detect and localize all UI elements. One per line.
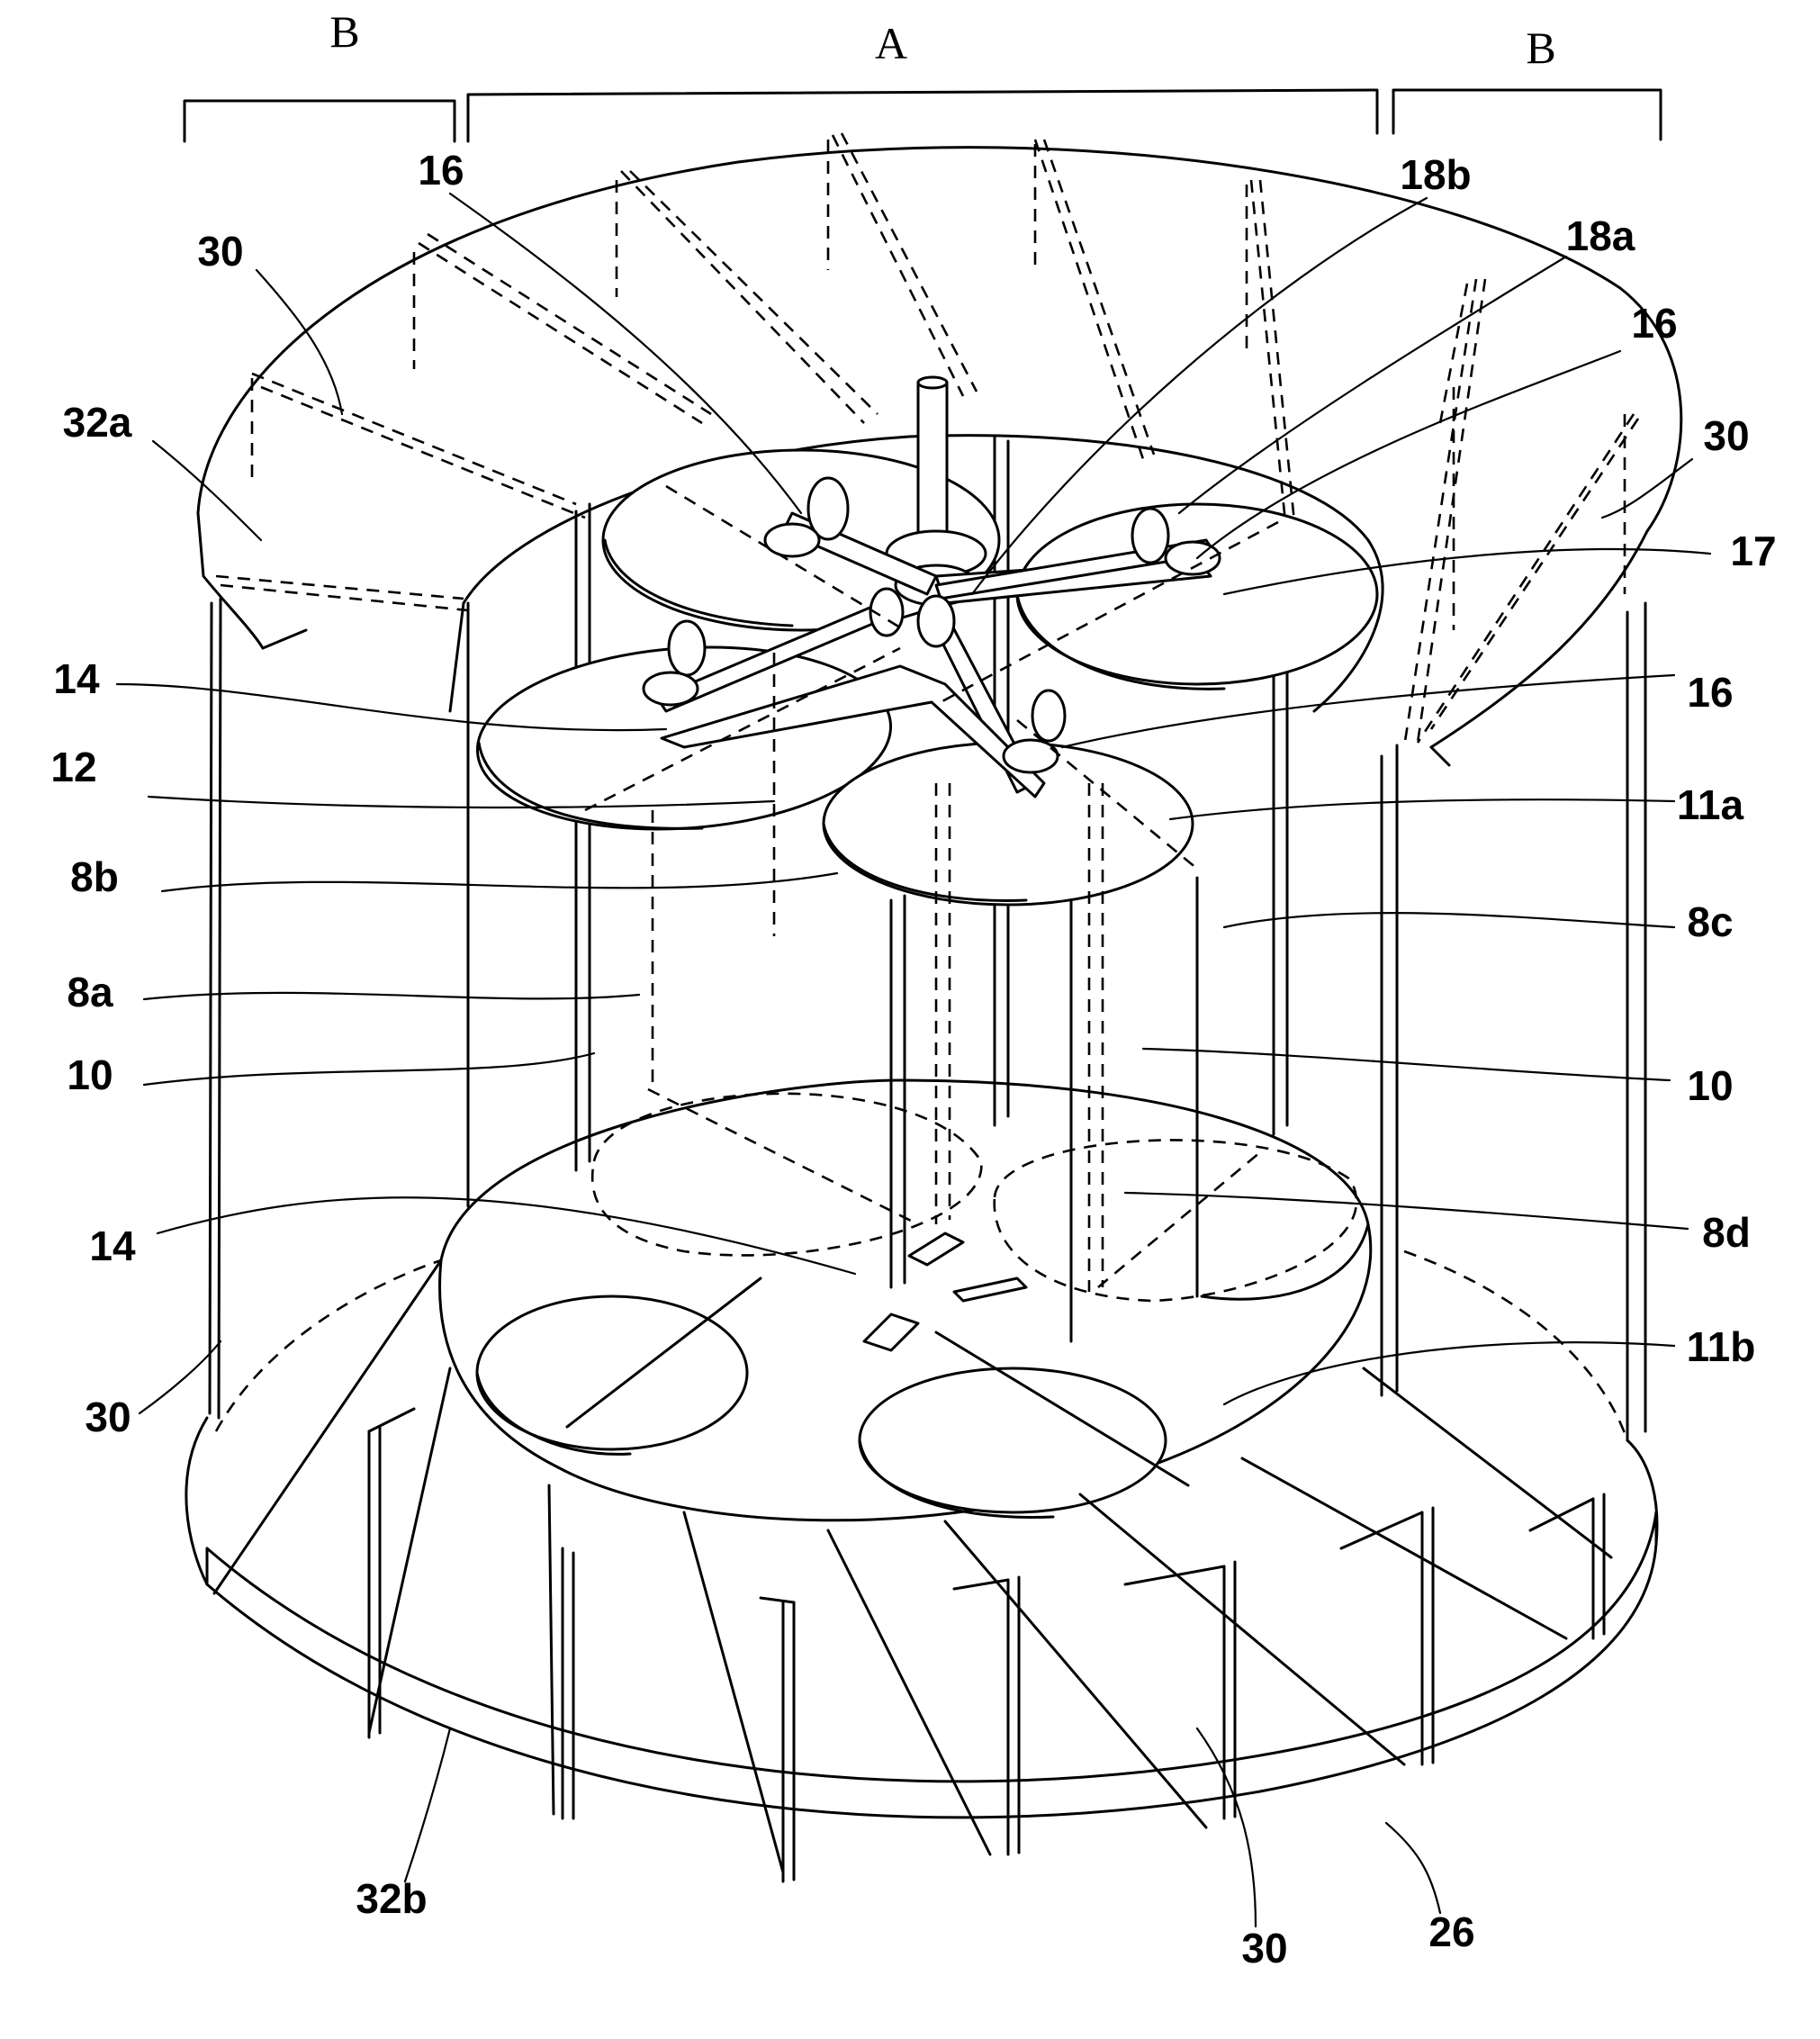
- label-16-right: 16: [1631, 300, 1677, 347]
- label-16-top: 16: [418, 147, 464, 194]
- label-18b: 18b: [1400, 151, 1471, 198]
- label-26: 26: [1428, 1908, 1474, 1955]
- label-18a: 18a: [1566, 212, 1635, 259]
- label-12: 12: [50, 744, 96, 790]
- drive-mechanism: [584, 375, 1279, 871]
- label-30-lowerleft: 30: [85, 1394, 131, 1440]
- label-32a: 32a: [63, 399, 132, 446]
- label-14-left: 14: [53, 655, 100, 702]
- label-11a: 11a: [1677, 781, 1744, 828]
- dimension-brackets: [183, 88, 1662, 143]
- label-10-right: 10: [1687, 1062, 1733, 1109]
- rotor-discs-bottom: [438, 1078, 1373, 1522]
- label-10-left: 10: [67, 1051, 113, 1098]
- label-30-topleft: 30: [197, 228, 243, 275]
- label-17: 17: [1730, 528, 1776, 574]
- label-30-right: 30: [1703, 412, 1749, 459]
- label-8a: 8a: [67, 969, 113, 1015]
- label-8b: 8b: [70, 853, 119, 900]
- outer-drum: [185, 146, 1683, 1819]
- label-8d: 8d: [1702, 1209, 1751, 1256]
- label-14-lower: 14: [89, 1222, 136, 1269]
- upper-guide-vanes: [215, 132, 1640, 748]
- label-32b: 32b: [356, 1875, 427, 1922]
- label-11b: 11b: [1687, 1323, 1756, 1370]
- label-30-bottom: 30: [1241, 1925, 1287, 1971]
- label-16-mid: 16: [1687, 669, 1733, 716]
- label-B-left: B: [329, 6, 359, 57]
- lower-guide-vanes: [212, 1259, 1613, 1883]
- label-8c: 8c: [1687, 898, 1733, 945]
- label-A: A: [875, 18, 907, 68]
- label-B-right: B: [1526, 23, 1555, 73]
- labels: B A B 16 18b 18a 16 30 32a 30 17 14 16 1…: [50, 6, 1776, 1971]
